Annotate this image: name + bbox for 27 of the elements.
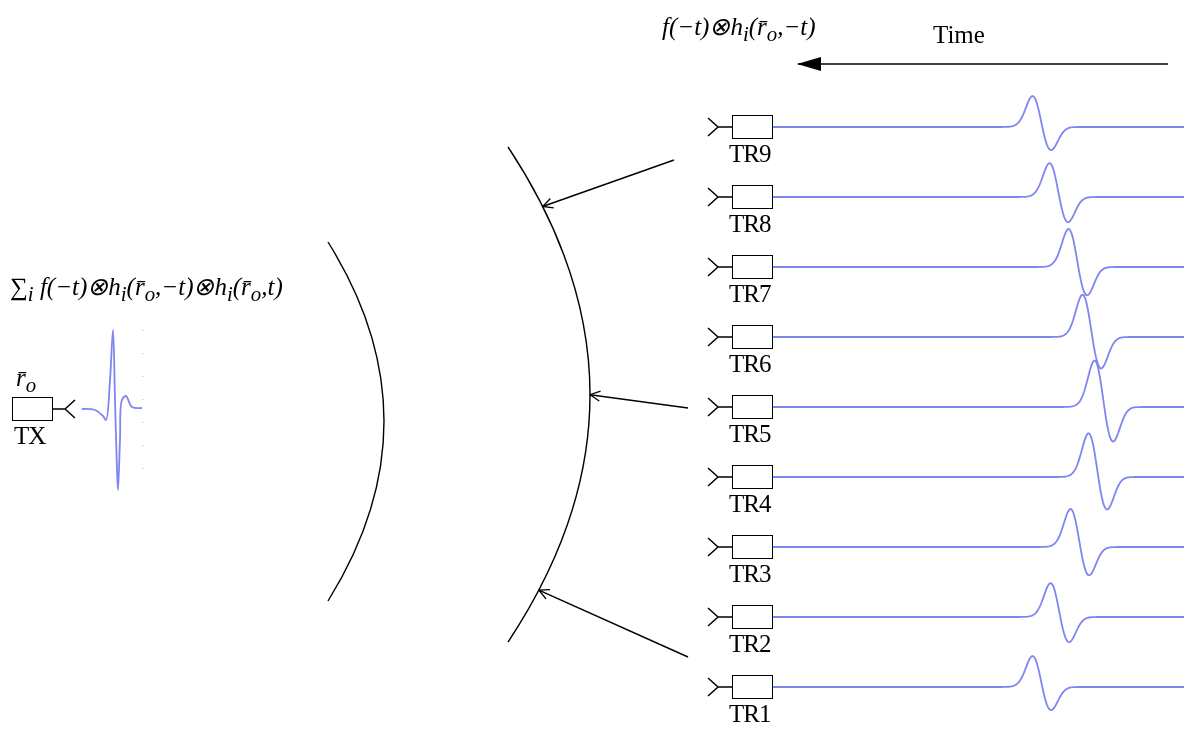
- transducer-label: TR4: [729, 491, 771, 516]
- transmitter-label: TX: [14, 423, 46, 448]
- transducer-box: [732, 465, 773, 489]
- transducer-box: [732, 325, 773, 349]
- transducer-label: TR6: [729, 351, 771, 376]
- transducer-box: [732, 675, 773, 699]
- transducer-box: [732, 535, 773, 559]
- arrow: [538, 589, 689, 658]
- transducer-label: TR5: [729, 421, 771, 446]
- position-label: r̄$_{o}$: [16, 365, 37, 396]
- transducer-label: TR9: [729, 141, 771, 166]
- transducer-label: TR7: [729, 281, 771, 306]
- transducer-label: TR3: [729, 561, 771, 586]
- transducer-box: [732, 395, 773, 419]
- formula-label: f(−t)⊗h$_{i}$(r̄$_{o}$,−t): [662, 14, 816, 45]
- arrow: [541, 159, 675, 209]
- transducer-box: [732, 185, 773, 209]
- transducer-label: TR2: [729, 631, 771, 656]
- transducer-label: TR8: [729, 211, 771, 236]
- transducer-box: [732, 115, 773, 139]
- transducer-box: [732, 605, 773, 629]
- formula-label: ∑$_{i}$ f(−t)⊗h$_{i}$(r̄$_{o}$,−t)⊗h$_{i}$(r̄$_{o}$,t): [10, 274, 283, 305]
- arrow: [589, 390, 689, 409]
- transducer-box: [732, 255, 773, 279]
- transducer-label: TR1: [729, 701, 771, 726]
- transmitter-box: [12, 397, 53, 421]
- axis-label: Time: [933, 22, 985, 47]
